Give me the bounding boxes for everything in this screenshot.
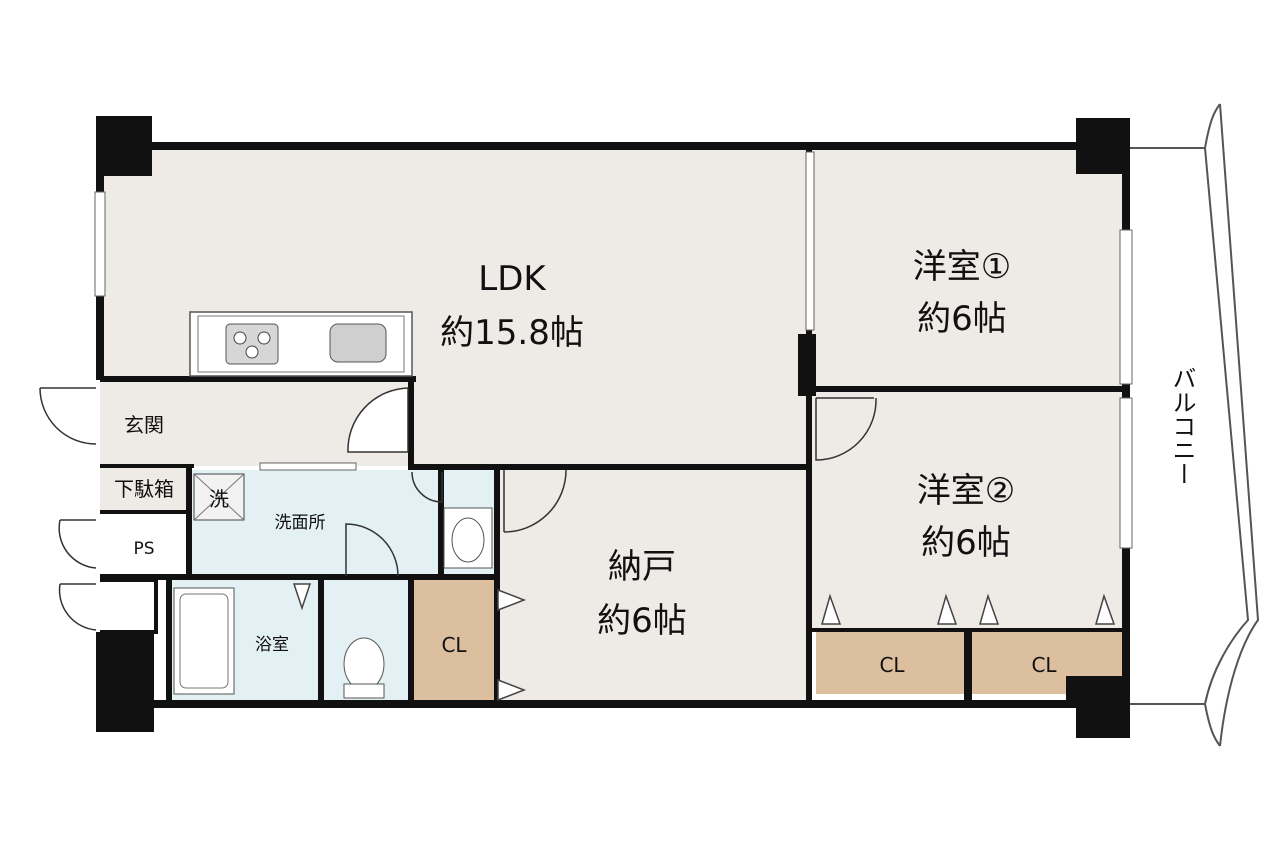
floors bbox=[100, 148, 1124, 700]
western-room-2-name: 洋室② bbox=[917, 471, 1015, 511]
ps-label: PS bbox=[133, 539, 154, 559]
storage-room-floor bbox=[497, 470, 808, 700]
closet-w2-left-label: CL bbox=[879, 653, 905, 677]
small-closet-floor bbox=[100, 580, 156, 632]
western-room-1-size: 約6帖 bbox=[917, 299, 1007, 339]
western-room-1-floor bbox=[812, 148, 1124, 388]
bathroom-label: 浴室 bbox=[255, 635, 289, 655]
wash-basin bbox=[443, 507, 493, 569]
entrance-label: 玄関 bbox=[124, 413, 164, 437]
entrance-floor bbox=[100, 380, 190, 466]
shoe-box-label: 下駄箱 bbox=[114, 477, 174, 501]
kitchen-sink-icon bbox=[329, 323, 387, 363]
bathtub-icon bbox=[173, 587, 235, 695]
closet-w2-right-label: CL bbox=[1031, 653, 1057, 677]
shoe-box-floor bbox=[100, 466, 186, 512]
storage-room-name: 納戸 bbox=[608, 547, 676, 587]
toilet-icon bbox=[343, 637, 385, 699]
storage-room-size: 約6帖 bbox=[597, 601, 687, 641]
closet-storage-floor bbox=[414, 580, 494, 700]
closet-storage-label: CL bbox=[441, 633, 467, 657]
balcony-outline bbox=[1130, 103, 1260, 747]
washing-machine-pan bbox=[193, 473, 245, 521]
closet-w2-left-floor bbox=[816, 628, 964, 694]
room-labels: LDK 約15.8帖 洋室① 約6帖 洋室② 約6帖 納戸 約6帖 玄関 下駄箱… bbox=[114, 247, 1057, 677]
western-room-1-name: 洋室① bbox=[913, 247, 1011, 287]
ldk-name: LDK bbox=[478, 259, 547, 299]
washroom-label: 洗面所 bbox=[275, 513, 326, 533]
doors bbox=[39, 387, 877, 631]
washer-label: 洗 bbox=[209, 487, 229, 511]
western-room-2-size: 約6帖 bbox=[921, 523, 1011, 563]
closet-door-markers bbox=[292, 583, 1116, 702]
kitchen-counter bbox=[189, 311, 413, 377]
windows bbox=[94, 151, 1133, 549]
western-room-2-floor bbox=[812, 392, 1124, 628]
ps-floor bbox=[100, 512, 186, 576]
ldk-size: 約15.8帖 bbox=[440, 313, 584, 353]
balcony-label: バルコニー bbox=[1168, 366, 1196, 486]
